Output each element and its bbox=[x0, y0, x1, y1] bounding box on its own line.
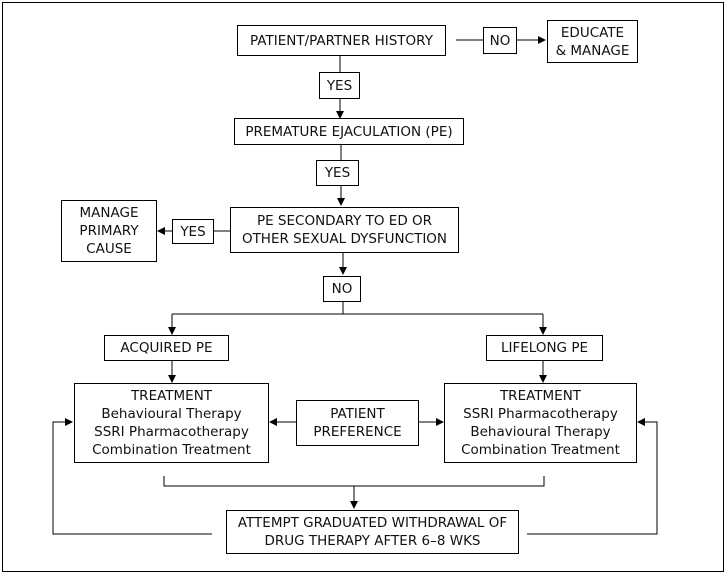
arrow-loop-left bbox=[52, 418, 212, 535]
treatment-left-line-4: Combination Treatment bbox=[92, 442, 251, 458]
graduated-withdrawal-box: ATTEMPT GRADUATED WITHDRAWAL OF DRUG THE… bbox=[226, 510, 519, 554]
manage-line-3: CAUSE bbox=[86, 241, 132, 257]
no-top-text: NO bbox=[489, 32, 511, 49]
treatment-right-line-3: Behavioural Therapy bbox=[470, 424, 611, 440]
yes-label-1: YES bbox=[319, 72, 360, 99]
manage-primary-cause-box: MANAGE PRIMARY CAUSE bbox=[61, 200, 157, 262]
yes-left-text: YES bbox=[180, 223, 206, 240]
no-mid-text: NO bbox=[331, 281, 353, 297]
withdrawal-line-1: ATTEMPT GRADUATED WITHDRAWAL OF bbox=[237, 515, 508, 531]
no-label-mid: NO bbox=[323, 276, 361, 302]
treatment-right-box: TREATMENT SSRI Pharmacotherapy Behaviour… bbox=[444, 383, 637, 463]
treatment-right-line-2: SSRI Pharmacotherapy bbox=[463, 406, 618, 422]
educate-manage-box: EDUCATE & MANAGE bbox=[547, 20, 638, 63]
preference-line-2: PREFERENCE bbox=[313, 424, 402, 440]
yes-1-text: YES bbox=[326, 77, 353, 94]
yes-label-left: YES bbox=[172, 219, 214, 244]
preference-line-1: PATIENT bbox=[330, 406, 385, 422]
arrow-loop-right bbox=[527, 418, 658, 535]
treatment-left-line-1: TREATMENT bbox=[130, 388, 213, 404]
treatment-right-line-1: TREATMENT bbox=[499, 388, 582, 404]
treatment-right-line-4: Combination Treatment bbox=[461, 442, 620, 458]
patient-preference-box: PATIENT PREFERENCE bbox=[296, 400, 419, 446]
premature-ejaculation-box: PREMATURE EJACULATION (PE) bbox=[234, 118, 464, 145]
manage-line-1: MANAGE bbox=[79, 205, 139, 221]
no-label-top: NO bbox=[483, 27, 517, 54]
pe-label: PREMATURE EJACULATION (PE) bbox=[245, 123, 453, 140]
pe-secondary-box: PE SECONDARY TO ED OR OTHER SEXUAL DYSFU… bbox=[230, 207, 459, 253]
acquired-pe-box: ACQUIRED PE bbox=[104, 335, 229, 361]
treatment-left-box: TREATMENT Behavioural Therapy SSRI Pharm… bbox=[74, 383, 269, 463]
yes-2-text: YES bbox=[324, 165, 351, 181]
withdrawal-line-2: DRUG THERAPY AFTER 6–8 WKS bbox=[264, 533, 481, 549]
connector-merge-bar bbox=[163, 476, 545, 487]
patient-history-box: PATIENT/PARTNER HISTORY bbox=[237, 25, 446, 56]
yes-label-2: YES bbox=[316, 160, 359, 186]
educate-line-1: EDUCATE bbox=[560, 24, 625, 41]
lifelong-label: LIFELONG PE bbox=[501, 340, 588, 356]
manage-line-2: PRIMARY bbox=[79, 223, 139, 239]
treatment-left-line-3: SSRI Pharmacotherapy bbox=[94, 424, 249, 440]
acquired-label: ACQUIRED PE bbox=[120, 340, 213, 356]
educate-line-2: & MANAGE bbox=[555, 42, 630, 59]
patient-history-label: PATIENT/PARTNER HISTORY bbox=[250, 32, 433, 49]
treatment-left-line-2: Behavioural Therapy bbox=[101, 406, 242, 422]
secondary-line-1: PE SECONDARY TO ED OR bbox=[256, 213, 433, 229]
secondary-line-2: OTHER SEXUAL DYSFUNCTION bbox=[241, 231, 448, 247]
lifelong-pe-box: LIFELONG PE bbox=[486, 335, 603, 361]
